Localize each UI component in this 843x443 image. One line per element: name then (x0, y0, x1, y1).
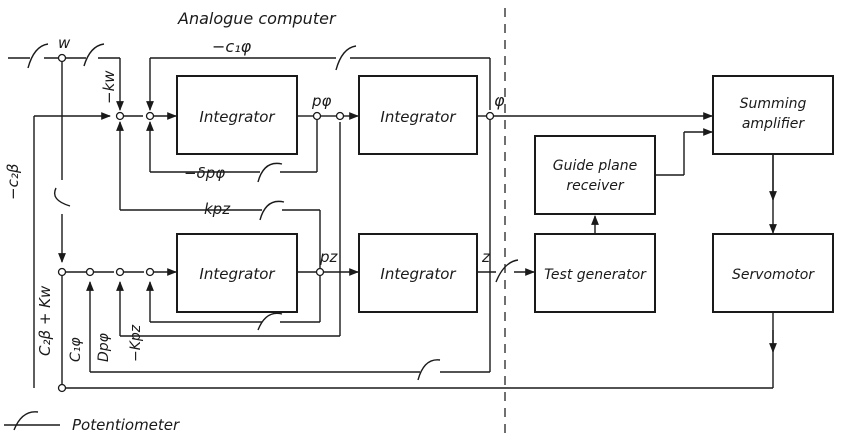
label-minus-delta-p-phi: −δpφ (184, 164, 225, 182)
servomotor-block: Servomotor (712, 233, 834, 313)
legend: Potentiometer (4, 411, 180, 434)
servomotor-label: Servomotor (732, 267, 815, 283)
label-minus-c2beta: −c₂β (4, 163, 22, 200)
label-dpphi: Dpφ (96, 332, 112, 362)
junction-nodes (57, 53, 495, 393)
summing-label-1: Summing (740, 96, 807, 112)
potentiometer-symbols (27, 43, 519, 381)
label-c2beta-plus-kw: C₂β + Kw (36, 285, 54, 356)
upper-loop-wires (8, 57, 713, 372)
potentiometer-symbol (27, 43, 49, 69)
guide-plane-label-2: receiver (566, 178, 624, 194)
label-w: w (58, 34, 71, 52)
test-generator-label: Test generator (544, 267, 647, 283)
integrator-block-1: Integrator (176, 75, 298, 155)
label-kpz: kpz (204, 200, 231, 218)
label-minus-kpz: −Kpz (128, 324, 144, 362)
label-pz: pz (319, 248, 339, 266)
integrator-block-2: Integrator (358, 75, 478, 155)
label-z: z (481, 248, 491, 266)
potentiometer-symbol (417, 359, 441, 381)
potentiometer-symbol (495, 259, 519, 283)
potentiometer-symbol (257, 312, 283, 331)
potentiometer-symbol (83, 43, 105, 67)
lower-loop-wires (33, 58, 777, 389)
label-phi: φ (494, 91, 505, 110)
integrator-label: Integrator (380, 265, 456, 283)
legend-label: Potentiometer (72, 416, 180, 434)
summing-amplifier-block: Summing amplifier (712, 75, 834, 155)
integrator-block-4: Integrator (358, 233, 478, 313)
label-minus-kw: −kw (100, 70, 118, 104)
right-side-wires (591, 128, 777, 234)
summing-label-2: amplifier (742, 116, 806, 132)
integrator-label: Integrator (199, 265, 275, 283)
label-minus-c1phi: −c₁φ (212, 37, 252, 56)
integrator-block-3: Integrator (176, 233, 298, 313)
integrator-label: Integrator (199, 108, 275, 126)
potentiometer-symbol (257, 162, 283, 183)
guide-plane-label-1: Guide plane (553, 158, 637, 174)
test-generator-block: Test generator (534, 233, 656, 313)
guide-plane-receiver-block: Guide plane receiver (534, 135, 656, 215)
potentiometer-symbol (259, 200, 285, 221)
label-c1phi: C₁φ (68, 337, 84, 362)
potentiometer-legend-symbol (13, 411, 39, 431)
potentiometer-symbol (53, 187, 71, 207)
integrator-label: Integrator (380, 108, 456, 126)
label-p-phi: pφ (311, 92, 332, 110)
potentiometer-symbol (335, 45, 357, 71)
diagram-title: Analogue computer (177, 9, 337, 28)
